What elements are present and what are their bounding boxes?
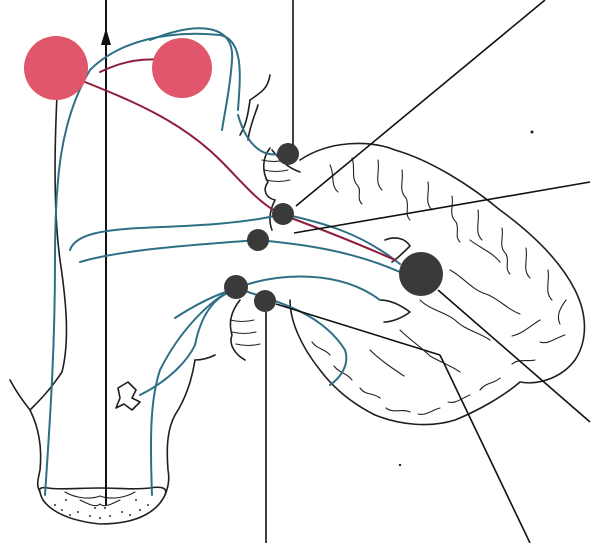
leader-line-dentate [438, 290, 590, 422]
leader-line-mid-right [294, 182, 590, 233]
medulla-nucleus-lower [254, 290, 276, 312]
blue-pathways [45, 28, 400, 495]
cerebral-nucleus-right [152, 38, 212, 98]
pathway-blue-6 [258, 240, 400, 272]
brainstem [10, 40, 300, 495]
inferior-olive [116, 382, 140, 410]
midbrain-nucleus [277, 143, 299, 165]
pons-nucleus-lower [247, 229, 269, 251]
leader-line-upper-right [296, 0, 545, 206]
cerebellar-dentate-nucleus [399, 252, 443, 296]
pathway-blue-9 [140, 292, 230, 395]
leader-line-lower-right [276, 304, 440, 355]
spinal-cord-section [39, 487, 165, 524]
stray-dot [531, 131, 534, 134]
leader-line-diagonal-down [440, 355, 530, 543]
pathway-blue-1 [45, 34, 240, 495]
pons-nucleus-upper [272, 203, 294, 225]
cerebral-nucleus-left [24, 36, 88, 100]
pathway-blue-8 [236, 288, 346, 385]
accessory-structure-lower [380, 300, 410, 322]
stray-dot-2 [399, 464, 401, 466]
medulla-nucleus-upper [224, 275, 248, 299]
pathway-blue-3 [238, 115, 283, 154]
spinal-gray-matter-dots [54, 499, 149, 519]
midline-arrowhead [101, 28, 111, 45]
pathway-blue-2 [151, 288, 235, 495]
